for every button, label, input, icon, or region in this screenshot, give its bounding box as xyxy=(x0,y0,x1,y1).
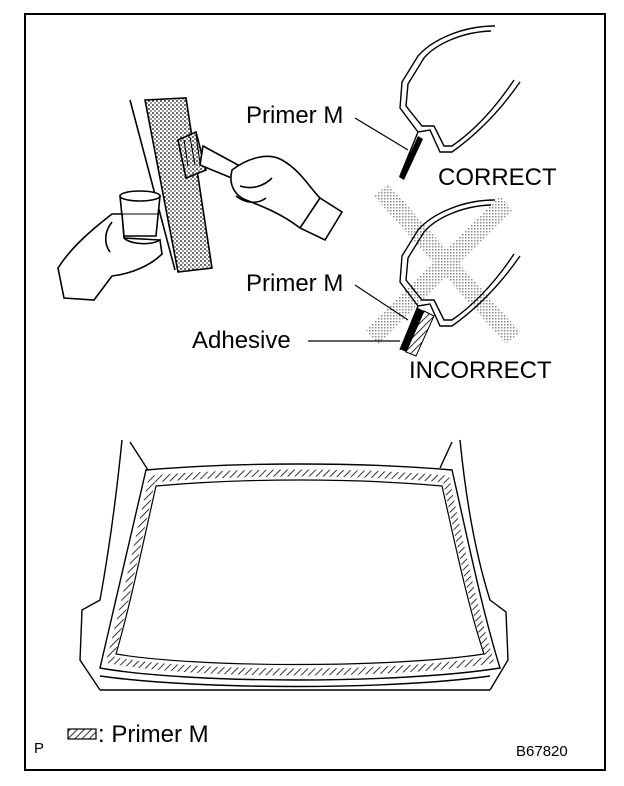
left-hand-icon xyxy=(57,213,163,301)
primer-m-stripe-correct xyxy=(399,136,423,180)
windshield-opening xyxy=(99,463,501,681)
primer-m-leader-top xyxy=(354,117,409,151)
figure-code: B67820 xyxy=(516,743,568,760)
adhesive-bead-incorrect xyxy=(405,310,435,357)
figure-frame xyxy=(24,13,606,771)
primer-m-stripe-incorrect xyxy=(400,308,424,352)
legend-text: : Primer M xyxy=(98,721,209,748)
primer-cup-icon xyxy=(119,190,161,237)
primer-m-label-top: Primer M xyxy=(246,102,344,129)
correct-cross-section xyxy=(399,25,521,177)
correct-label: CORRECT xyxy=(438,164,557,191)
primer-m-label-mid: Primer M xyxy=(246,270,344,297)
right-hand-icon xyxy=(230,155,344,242)
body-outline xyxy=(79,439,509,691)
incorrect-label: INCORRECT xyxy=(409,357,552,384)
legend-hatch-symbol xyxy=(67,728,97,740)
primer-m-leader-mid xyxy=(354,284,409,321)
corner-mark: P xyxy=(34,740,45,757)
adhesive-label: Adhesive xyxy=(192,327,291,354)
pillar-illustration xyxy=(129,97,213,273)
incorrect-x-mark xyxy=(366,184,520,344)
